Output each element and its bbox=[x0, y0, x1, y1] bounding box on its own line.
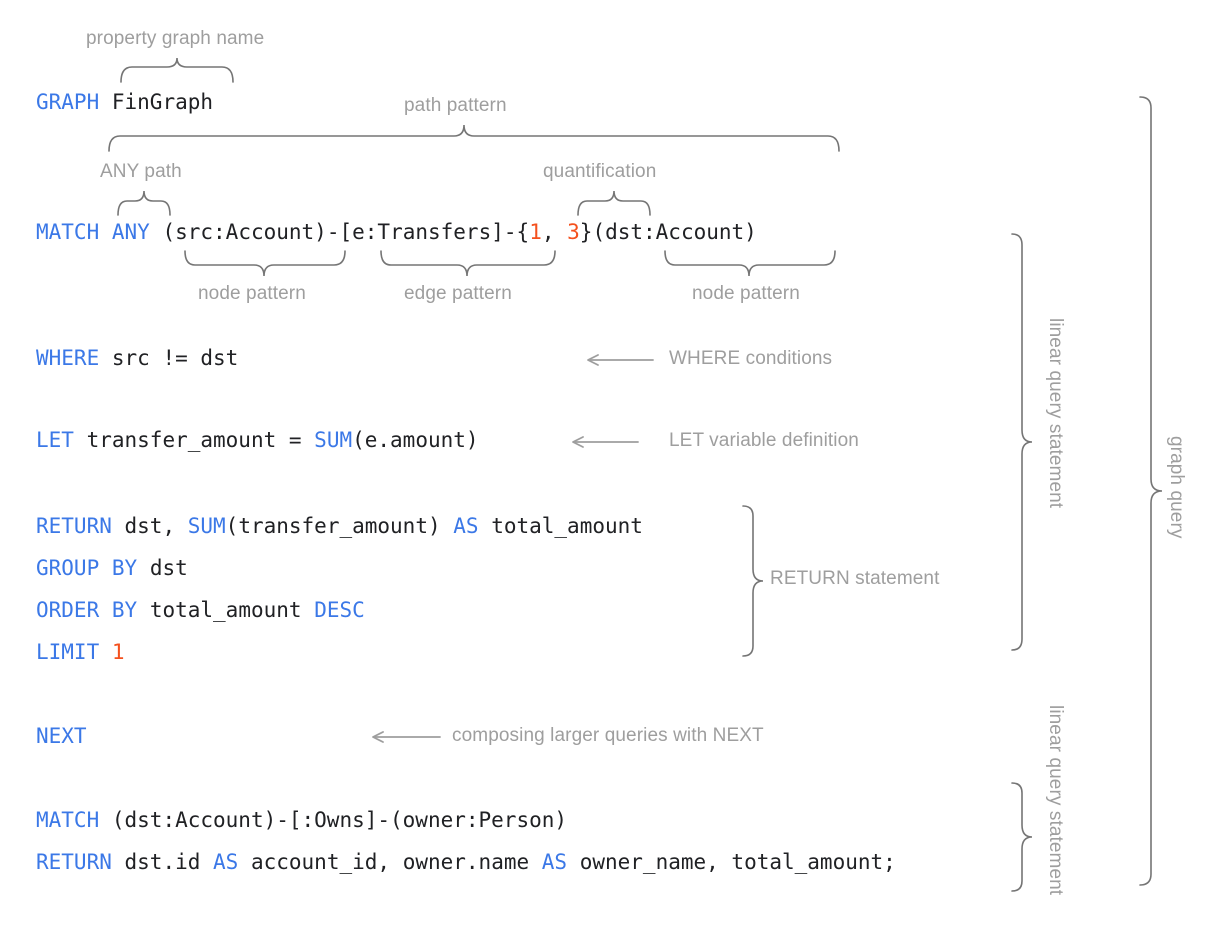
arrow-where-conditions bbox=[587, 354, 654, 366]
keyword-let: LET bbox=[36, 428, 74, 452]
keyword-match-2: MATCH bbox=[36, 808, 100, 832]
order-by-expression: total_amount bbox=[149, 598, 315, 622]
code-line-next: NEXT bbox=[36, 723, 87, 749]
return-alias: total_amount bbox=[478, 514, 643, 538]
annotation-quantification: quantification bbox=[543, 161, 657, 182]
code-line-where: WHERE src != dst bbox=[36, 345, 238, 371]
brace-linear-query-statement-1 bbox=[1011, 233, 1033, 651]
node-pattern-src: (src:Account) bbox=[162, 220, 327, 244]
brace-node-pattern-right bbox=[664, 250, 836, 277]
keyword-as-1: AS bbox=[213, 850, 239, 874]
annotation-edge-pattern: edge pattern bbox=[404, 283, 512, 304]
code-line-let: LET transfer_amount = SUM(e.amount) bbox=[36, 427, 479, 453]
limit-value: 1 bbox=[111, 640, 125, 664]
brace-graph-query bbox=[1139, 96, 1163, 886]
brace-property-graph-name bbox=[120, 57, 234, 83]
annotation-linear-query-statement-1: linear query statement bbox=[1045, 318, 1066, 509]
brace-edge-pattern bbox=[380, 250, 556, 277]
brace-return-statement bbox=[742, 505, 764, 657]
quantifier-open-brace: { bbox=[516, 220, 530, 244]
keyword-as: AS bbox=[453, 514, 479, 538]
function-sum-return: SUM bbox=[187, 514, 226, 538]
annotation-let-variable-definition: LET variable definition bbox=[669, 430, 859, 451]
edge-pattern-transfers: [e:Transfers] bbox=[339, 220, 504, 244]
keyword-return-2: RETURN bbox=[36, 850, 112, 874]
return-sum-args: (transfer_amount) bbox=[225, 514, 454, 538]
annotation-graph-query: graph query bbox=[1166, 436, 1187, 539]
keyword-match: MATCH bbox=[36, 220, 100, 244]
brace-any-path bbox=[117, 190, 171, 216]
code-line-match: MATCH ANY (src:Account)-[e:Transfers]-{1… bbox=[36, 219, 757, 245]
return-2-part-2: account_id, owner.name bbox=[238, 850, 542, 874]
keyword-where: WHERE bbox=[36, 346, 100, 370]
return-2-part-1: dst.id bbox=[124, 850, 214, 874]
code-line-limit: LIMIT 1 bbox=[36, 639, 125, 665]
quantifier-upper-bound: 3 bbox=[567, 220, 580, 244]
quantifier-close-brace: } bbox=[579, 220, 593, 244]
brace-node-pattern-left bbox=[184, 250, 346, 277]
group-by-expression: dst bbox=[149, 556, 188, 580]
annotation-where-conditions: WHERE conditions bbox=[669, 348, 833, 369]
dash-2: - bbox=[503, 220, 517, 244]
match-2-pattern: (dst:Account)-[:Owns]-(owner:Person) bbox=[111, 808, 568, 832]
code-line-return-2: RETURN dst.id AS account_id, owner.name … bbox=[36, 849, 896, 875]
code-line-match-2: MATCH (dst:Account)-[:Owns]-(owner:Perso… bbox=[36, 807, 567, 833]
where-expression: src != dst bbox=[111, 346, 239, 370]
graph-name-value: FinGraph bbox=[111, 90, 214, 114]
annotation-linear-query-statement-2: linear query statement bbox=[1045, 705, 1066, 896]
keyword-graph: GRAPH bbox=[36, 90, 100, 114]
function-sum-let: SUM bbox=[314, 428, 353, 452]
keyword-limit: LIMIT bbox=[36, 640, 100, 664]
annotation-composing-next: composing larger queries with NEXT bbox=[452, 725, 764, 746]
return-first-item: dst, bbox=[124, 514, 188, 538]
keyword-desc: DESC bbox=[314, 598, 365, 622]
annotation-any-path: ANY path bbox=[100, 161, 182, 182]
keyword-as-2: AS bbox=[541, 850, 568, 874]
brace-linear-query-statement-2 bbox=[1011, 782, 1033, 892]
keyword-any: ANY bbox=[111, 220, 150, 244]
brace-path-pattern bbox=[108, 124, 840, 152]
keyword-order-by: ORDER BY bbox=[36, 598, 138, 622]
quantifier-lower-bound: 1 bbox=[529, 220, 542, 244]
dash-1: - bbox=[326, 220, 340, 244]
let-arguments: (e.amount) bbox=[352, 428, 479, 452]
code-line-graph: GRAPH FinGraph bbox=[36, 89, 213, 115]
return-2-part-3: owner_name, total_amount; bbox=[567, 850, 896, 874]
annotation-property-graph-name: property graph name bbox=[86, 28, 265, 49]
code-line-group-by: GROUP BY dst bbox=[36, 555, 188, 581]
brace-quantification bbox=[577, 190, 651, 216]
let-variable-name: transfer_amount = bbox=[86, 428, 315, 452]
annotation-node-pattern-right: node pattern bbox=[692, 283, 800, 304]
keyword-return: RETURN bbox=[36, 514, 112, 538]
keyword-group-by: GROUP BY bbox=[36, 556, 138, 580]
quantifier-separator: , bbox=[541, 220, 568, 244]
code-line-return: RETURN dst, SUM(transfer_amount) AS tota… bbox=[36, 513, 643, 539]
arrow-composing-next bbox=[372, 731, 441, 743]
node-pattern-dst: (dst:Account) bbox=[592, 220, 757, 244]
code-line-order-by: ORDER BY total_amount DESC bbox=[36, 597, 365, 623]
annotation-path-pattern: path pattern bbox=[404, 95, 507, 116]
annotation-node-pattern-left: node pattern bbox=[198, 283, 306, 304]
arrow-let-variable-definition bbox=[572, 436, 639, 448]
keyword-next: NEXT bbox=[36, 724, 87, 748]
annotation-return-statement: RETURN statement bbox=[770, 568, 940, 589]
